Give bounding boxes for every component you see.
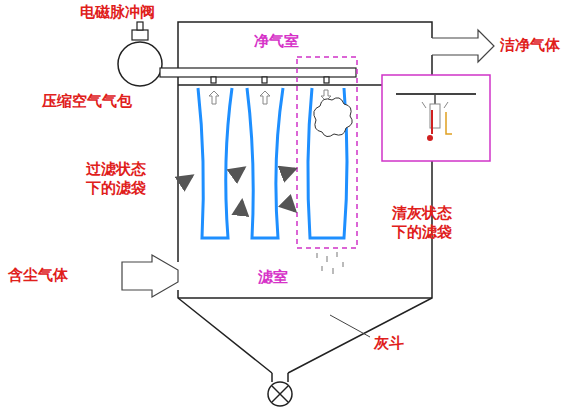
valve-label: 电磁脉冲阀	[80, 3, 155, 22]
hopper-label: 灰斗	[374, 334, 404, 353]
bag-label: 过滤状态 下的滤袋	[86, 160, 151, 198]
inlet-label: 含尘气体	[8, 266, 68, 285]
bag-label: 清灰状态 下的滤袋	[392, 204, 457, 242]
chamber-label: 净气室	[254, 32, 299, 51]
chamber-label: 滤室	[258, 268, 288, 287]
outlet-label: 洁净气体	[500, 36, 560, 55]
tank-label: 压缩空气气包	[42, 92, 132, 111]
